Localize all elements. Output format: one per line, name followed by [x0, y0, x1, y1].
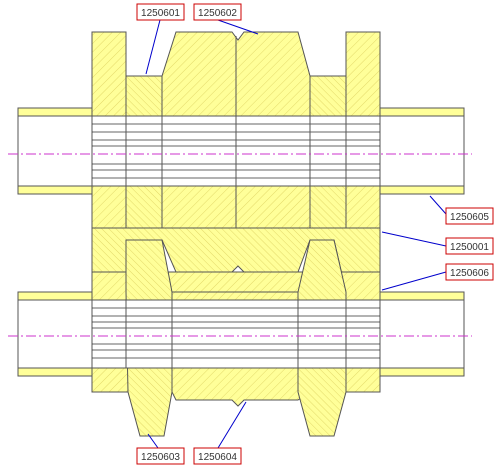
callout-top-right-label: 1250602 [198, 8, 237, 19]
lower-shaft-dividers [125, 300, 347, 368]
callout-right-upper-label: 1250605 [450, 212, 489, 223]
lower-assembly [17, 239, 465, 437]
lower-shaft-lines [92, 307, 380, 359]
upper-shaft-bore-left [17, 115, 93, 187]
callout-top-right-box [193, 3, 242, 21]
leader-top-right [217, 19, 259, 35]
callout-right-lower-label: 1250606 [450, 268, 489, 279]
callout-top-left-label: 1250601 [141, 8, 180, 19]
callout-top-right: 1250602 [193, 3, 242, 21]
leader-lines [145, 19, 447, 449]
callout-right-lower-box [445, 263, 494, 281]
upper-assembly [17, 31, 465, 229]
callout-bottom-left-label: 1250603 [141, 452, 180, 463]
upper-shaft-bore-right [379, 115, 465, 187]
callout-top-left-box [136, 3, 185, 21]
callout-bottom-right: 1250604 [193, 447, 242, 465]
lower-shaft-core [91, 299, 381, 369]
callout-bottom-left: 1250603 [136, 447, 185, 465]
leader-bottom-right [217, 401, 247, 449]
callout-right-middle-box [445, 237, 494, 255]
leader-right-lower [381, 271, 447, 291]
leader-bottom-left [147, 433, 159, 449]
leader-top-left [145, 19, 161, 75]
callout-right-upper: 1250605 [445, 207, 494, 225]
callout-right-lower: 1250606 [445, 263, 494, 281]
callout-bottom-right-box [193, 447, 242, 465]
leader-right-middle [381, 231, 447, 247]
callout-right-middle: 1250001 [445, 237, 494, 255]
upper-shaft-dividers [125, 116, 347, 186]
callout-top-left: 1250601 [136, 3, 185, 21]
callout-bottom-right-label: 1250604 [198, 452, 237, 463]
callout-bottom-left-box [136, 447, 185, 465]
leader-right-upper [429, 195, 447, 215]
lower-shaft-bore-left [17, 299, 93, 369]
callout-right-upper-box [445, 207, 494, 225]
callout-right-middle-label: 1250001 [450, 242, 489, 253]
lower-shaft-bore-right [379, 299, 465, 369]
